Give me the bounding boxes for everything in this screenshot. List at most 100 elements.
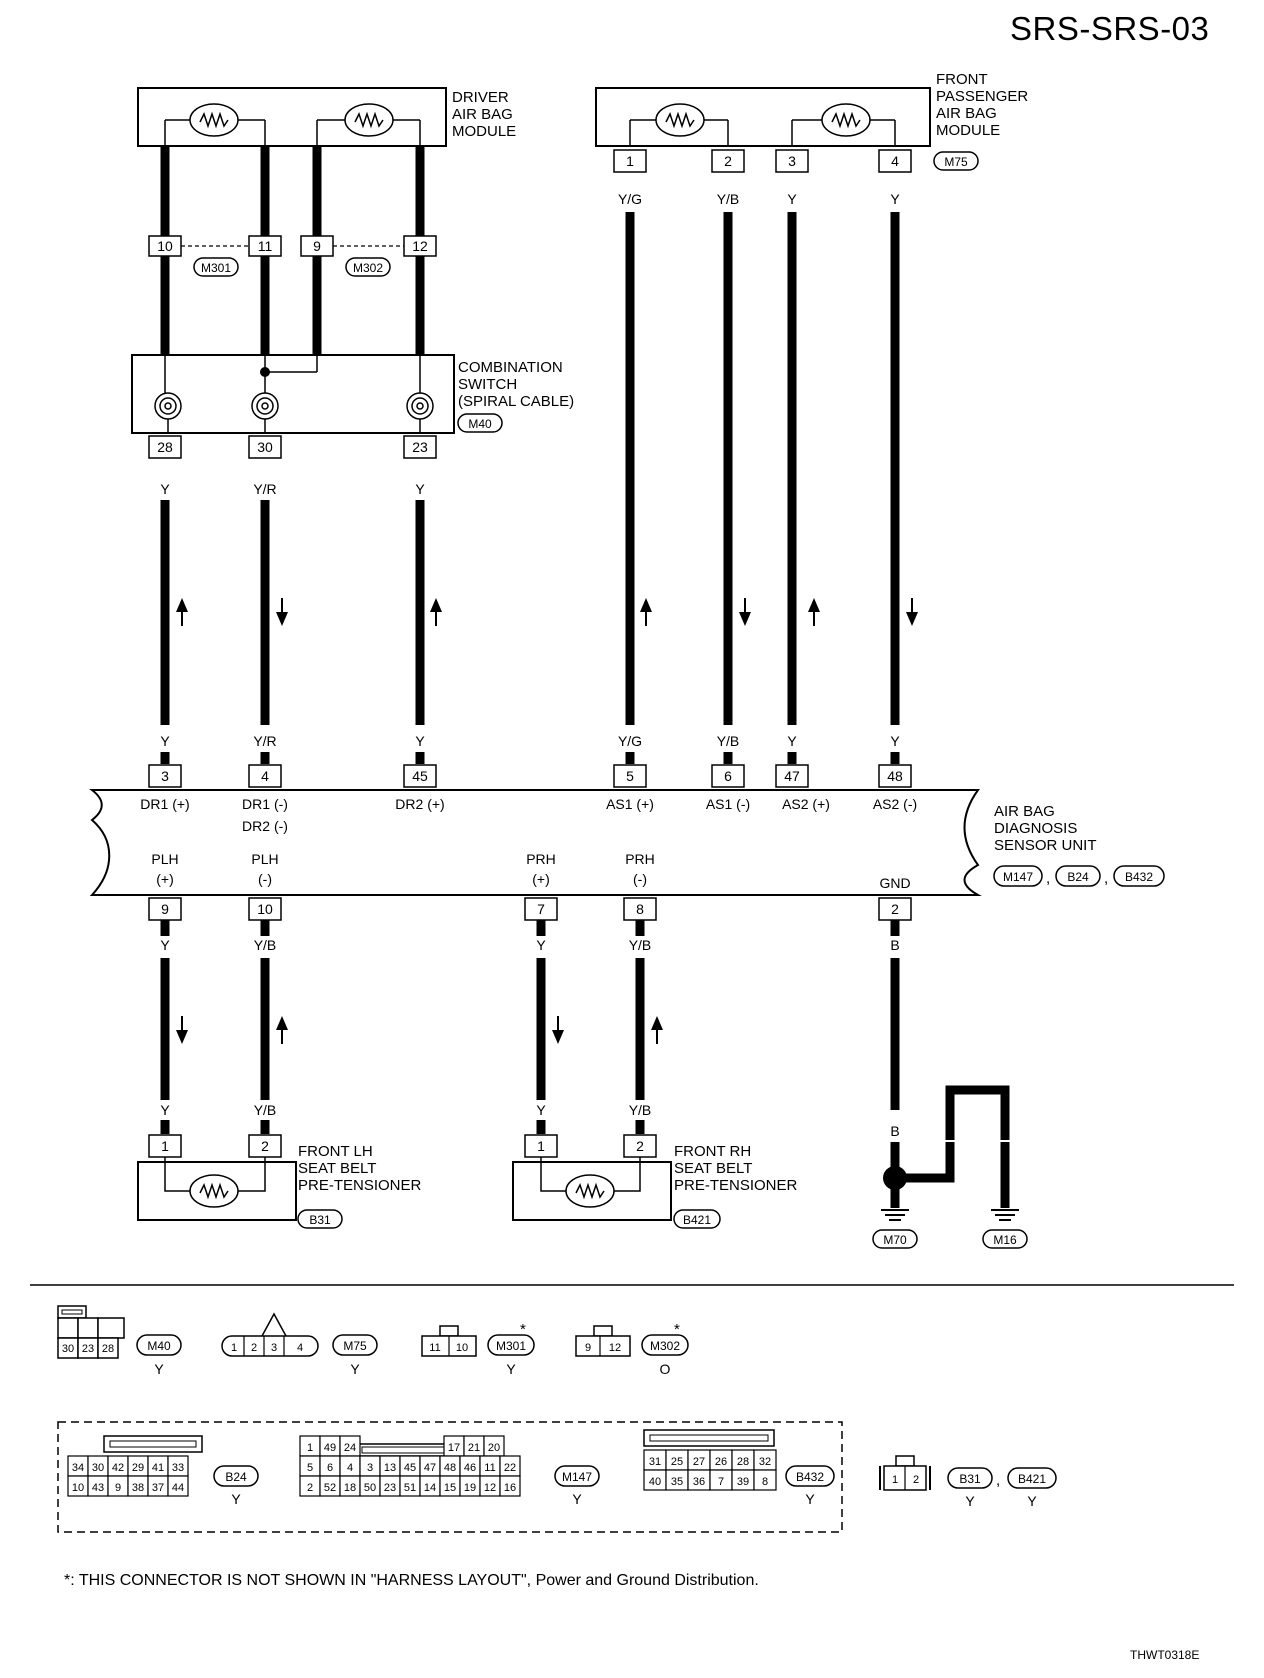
wire-color-label: Y/B — [717, 191, 740, 207]
connector-separator: , — [1104, 870, 1108, 887]
m147-view-pin: 49 — [324, 1442, 336, 1454]
sensor-pin-4: 4 — [261, 768, 269, 784]
m147-view-pin: 4 — [347, 1462, 353, 1474]
m147-view-pin: 24 — [344, 1442, 356, 1454]
m75-view-color: Y — [350, 1361, 360, 1377]
terminal-label: AS1 (-) — [706, 796, 750, 812]
b24-view-cell — [167, 1475, 189, 1497]
m147-view-pin: 12 — [484, 1482, 496, 1494]
wire-color-label: Y — [536, 1102, 546, 1118]
m147-view-pin: 2 — [307, 1482, 313, 1494]
m40-connector-id: M40 — [468, 417, 492, 431]
b24-view-pin: 10 — [72, 1482, 84, 1494]
m147-view-id: M147 — [562, 1470, 592, 1484]
signal-arrows-lower — [176, 1016, 663, 1044]
comb-switch-label-2: SWITCH — [458, 376, 517, 393]
rh-label-1: FRONT RH — [674, 1143, 751, 1160]
wire-color-label: Y — [536, 937, 546, 953]
b24-view-id: B24 — [225, 1470, 247, 1484]
terminal-label: PRH — [526, 851, 556, 867]
b24-view-pin: 30 — [92, 1462, 104, 1474]
wire-color-label: Y/B — [254, 937, 277, 953]
m147-view-pin: 21 — [468, 1442, 480, 1454]
driver-upper-wires — [160, 146, 425, 236]
passenger-air-bag-module: FRONT PASSENGER AIR BAG MODULE 1 2 3 4 M… — [595, 71, 1028, 173]
m147-view-pin: 13 — [384, 1462, 396, 1474]
m16-ground-id: M16 — [993, 1233, 1017, 1247]
b24-view-pin: 34 — [72, 1462, 84, 1474]
sensor-pin-8: 8 — [636, 901, 644, 917]
m40-view-color: Y — [154, 1361, 164, 1377]
m147-connector-id: M147 — [1003, 870, 1033, 884]
b432-view-pin: 32 — [759, 1456, 771, 1468]
m147-view-pin: 20 — [488, 1442, 500, 1454]
wire-color-label: Y — [787, 191, 797, 207]
b24-view-pin: 37 — [152, 1482, 164, 1494]
b24-view-pin: 42 — [112, 1462, 124, 1474]
wire-color-label: Y — [160, 937, 170, 953]
joint-pin-11: 11 — [258, 238, 273, 254]
m75-connector-id: M75 — [944, 155, 968, 169]
terminal-label: (-) — [633, 871, 647, 887]
m301-view-pin: 11 — [429, 1342, 440, 1354]
m147-view-pin: 16 — [504, 1482, 516, 1494]
b432-view-pin: 26 — [715, 1456, 727, 1468]
wire-color-label: Y — [415, 733, 425, 749]
passenger-module-label-3: AIR BAG — [936, 105, 997, 122]
air-bag-diagnosis-sensor-unit: 3 4 45 5 6 47 48 DR1 (+) DR1 (-) DR2 (-)… — [89, 764, 1165, 921]
m75-view-pin: 2 — [251, 1342, 257, 1354]
driver-module-label-3: MODULE — [452, 123, 516, 140]
wire-color-label: Y — [890, 733, 900, 749]
m302-view-pin: 12 — [609, 1342, 621, 1354]
b432-view-pin: 39 — [737, 1476, 749, 1488]
joint-pin-9: 9 — [313, 238, 321, 254]
sensor-pin-7: 7 — [537, 901, 545, 917]
connector-separator: , — [1046, 870, 1050, 887]
b24-view-pin: 41 — [152, 1462, 164, 1474]
m147-view-pin: 51 — [404, 1482, 416, 1494]
wire-color-label: Y/G — [618, 191, 642, 207]
b432-view-pin: 7 — [718, 1476, 724, 1488]
wire-color-label: Y — [160, 733, 170, 749]
lh-pin-1: 1 — [161, 1138, 169, 1154]
m302-view-id: M302 — [650, 1339, 680, 1353]
m147-view-pin: 23 — [384, 1482, 396, 1494]
front-lh-seat-belt-pretensioner: 1 2 FRONT LH SEAT BELT PRE-TENSIONER B31 — [137, 1134, 422, 1229]
b432-view-id: B432 — [796, 1470, 824, 1484]
m147-view-pin: 46 — [464, 1462, 476, 1474]
wire-color-label: B — [1000, 1123, 1009, 1139]
sensor-pin-2: 2 — [891, 901, 899, 917]
b24-view-pin: 44 — [172, 1482, 184, 1494]
combination-switch: COMBINATION SWITCH (SPIRAL CABLE) M40 28… — [131, 354, 574, 459]
m301-not-shown-mark: * — [520, 1321, 526, 1338]
connector-view-m302: 9 12 M302 * O — [575, 1321, 689, 1377]
b24-view-color: Y — [231, 1491, 241, 1507]
joint-pin-10: 10 — [157, 238, 173, 254]
b31-view-id: B31 — [959, 1472, 981, 1486]
passenger-pin-2: 2 — [724, 153, 732, 169]
wire-color-label: Y — [160, 1102, 170, 1118]
m75-view-pin: 3 — [271, 1342, 277, 1354]
comb-switch-label-3: (SPIRAL CABLE) — [458, 393, 574, 410]
m147-view-cell — [499, 1475, 521, 1497]
passenger-wires — [625, 212, 900, 725]
passenger-pin-4: 4 — [891, 153, 899, 169]
m75-view-id: M75 — [343, 1339, 367, 1353]
wire-color-label: Y/B — [629, 937, 652, 953]
joint-pin-12: 12 — [412, 238, 428, 254]
signal-arrows-driver — [176, 598, 442, 626]
rh-label-3: PRE-TENSIONER — [674, 1177, 798, 1194]
terminal-label: AS2 (+) — [782, 796, 830, 812]
b24-view-pin: 9 — [115, 1482, 121, 1494]
wire-color-label: Y/B — [629, 1102, 652, 1118]
terminal-label: AS2 (-) — [873, 796, 917, 812]
b24-view-pin: 29 — [132, 1462, 144, 1474]
m147-view-pin: 47 — [424, 1462, 436, 1474]
terminal-label: AS1 (+) — [606, 796, 654, 812]
driver-mid-wires — [160, 256, 425, 355]
sensor-unit-label-3: SENSOR UNIT — [994, 837, 1097, 854]
b432-view-pin: 25 — [671, 1456, 683, 1468]
passenger-pin-1: 1 — [626, 153, 634, 169]
b432-view-pin: 8 — [762, 1476, 768, 1488]
